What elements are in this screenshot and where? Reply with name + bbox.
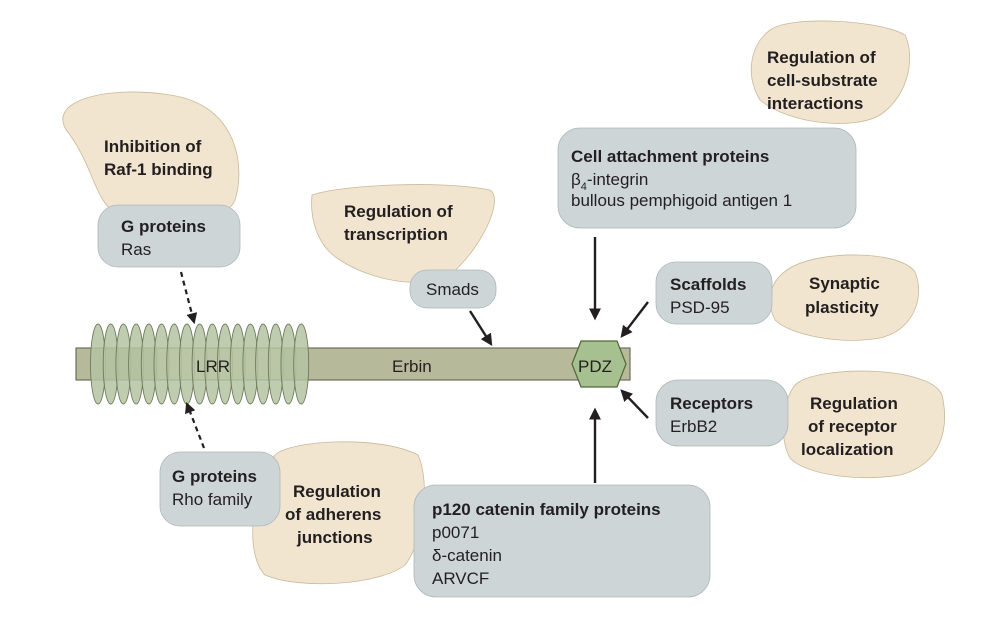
scaffolds-to-pdz-arrow: [620, 301, 649, 338]
ras-to-lrr-arrow: [179, 271, 198, 325]
pdz-label: PDZ: [578, 357, 612, 376]
pdz-domain: [571, 340, 627, 388]
erbb2-item: ErbB2: [670, 417, 717, 436]
smads-to-erbin-arrow: [468, 310, 493, 347]
bpag1-item: bullous pemphigoid antigen 1: [571, 191, 792, 210]
rho-to-lrr-arrow: [185, 401, 206, 449]
lrr-repeat: [293, 323, 310, 405]
arvcf-item: ARVCF: [432, 569, 489, 588]
smads-item: Smads: [426, 280, 479, 299]
psd95-item: PSD-95: [670, 298, 730, 317]
g-proteins-ras-box: [97, 204, 241, 268]
cell-substrate-blob: [750, 20, 911, 124]
transcription-blob: [311, 184, 495, 283]
p0071-item: p0071: [432, 523, 479, 542]
lrr-repeats: [90, 323, 310, 405]
transcription-text: Regulation of transcription: [344, 202, 457, 244]
scaffolds-title: Scaffolds: [670, 275, 747, 294]
raf-binding-text: Inhibition of Raf-1 binding: [104, 137, 213, 179]
cell-substrate-text: Regulation of cell-substrate interaction…: [767, 48, 882, 113]
receptor-localization-blob: [782, 370, 945, 479]
p120-catenin-box: [413, 484, 711, 598]
lrr-label: LRR: [196, 357, 230, 376]
ras-item: Ras: [121, 240, 151, 259]
receptors-box: [655, 379, 789, 447]
beta4-integrin-item: β4-integrin: [571, 170, 648, 193]
receptor-localization-text: Regulation of receptor localization: [801, 394, 903, 459]
adherens-junctions-text: Regulation of adherens junctions: [285, 482, 386, 547]
raf-binding-blob: [62, 91, 240, 222]
receptors-title: Receptors: [670, 394, 753, 413]
g-proteins-rho-box: [159, 451, 281, 527]
p120-title: p120 catenin family proteins: [432, 500, 661, 519]
receptors-to-pdz-arrow: [620, 389, 649, 419]
delta-catenin-item: δ-catenin: [432, 546, 502, 565]
rho-family-item: Rho family: [172, 490, 253, 509]
synaptic-plasticity-text: Synaptic plasticity: [805, 274, 885, 317]
g-proteins-rho-title: G proteins: [172, 467, 257, 486]
scaffolds-box: [655, 261, 773, 325]
adherens-junctions-blob: [252, 441, 425, 585]
smads-box: [409, 269, 497, 309]
g-proteins-ras-title: G proteins: [121, 217, 206, 236]
cell-attachment-box: [557, 127, 857, 229]
cell-attachment-title: Cell attachment proteins: [571, 147, 769, 166]
erbin-label: Erbin: [392, 357, 432, 376]
